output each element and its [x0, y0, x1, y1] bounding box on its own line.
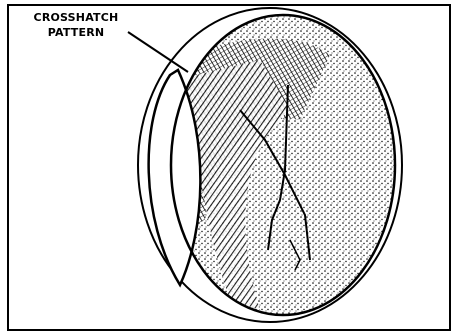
callout-label: CROSSHATCH PATTERN [22, 10, 130, 40]
callout-line-2: PATTERN [22, 25, 130, 40]
callout-line-1: CROSSHATCH [22, 10, 130, 25]
